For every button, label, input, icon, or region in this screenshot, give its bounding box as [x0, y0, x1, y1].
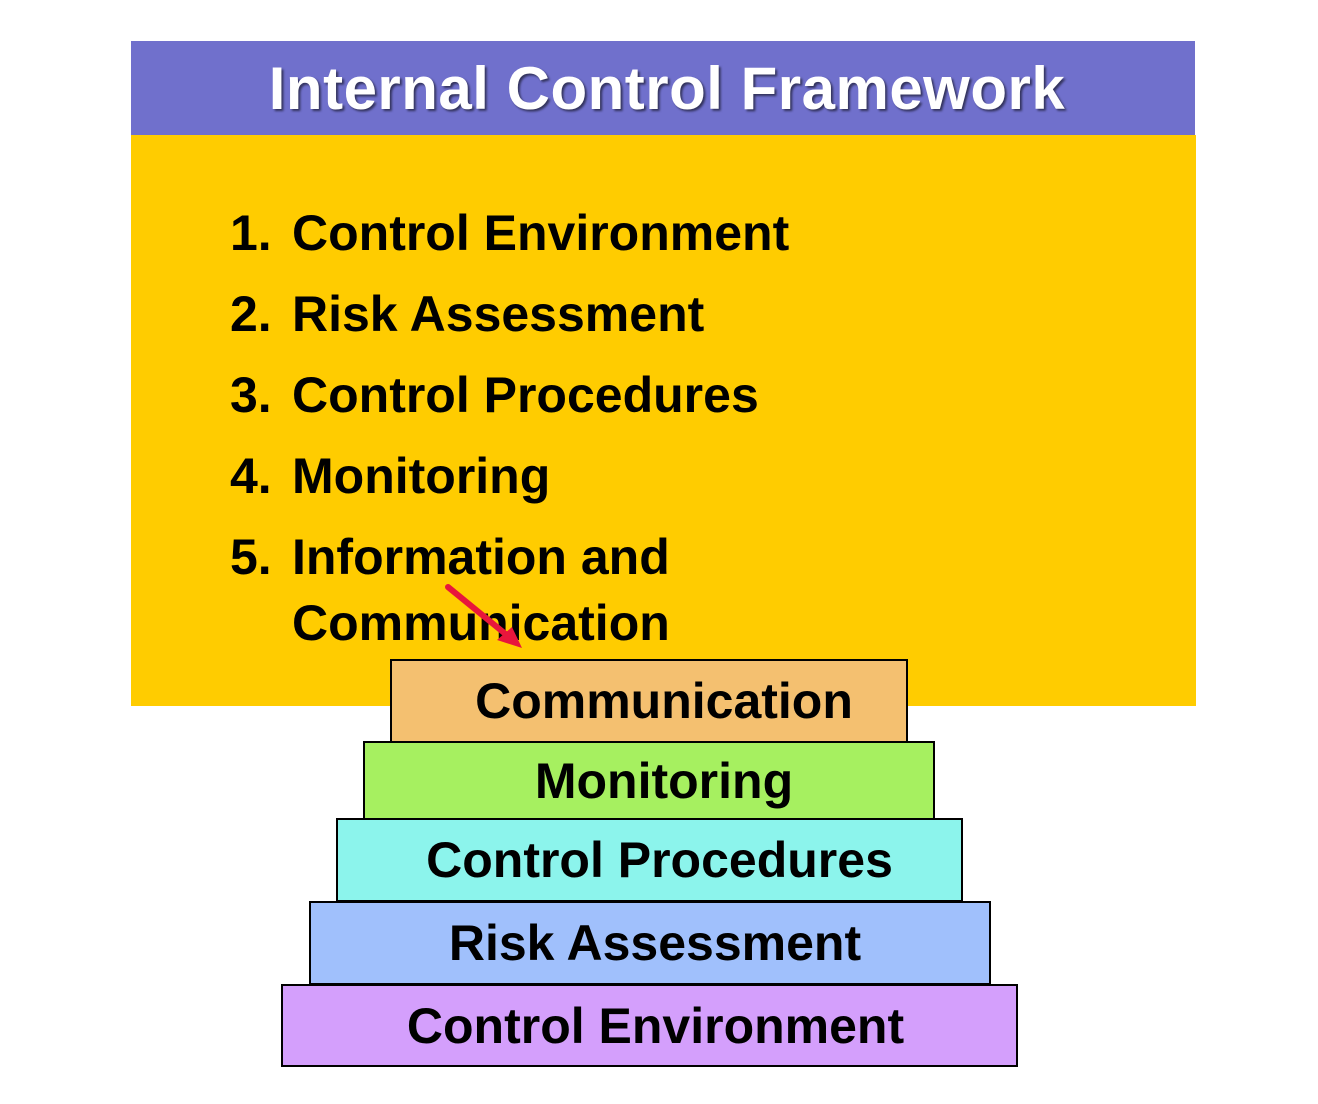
list-item: 2. Risk Assessment [230, 281, 789, 347]
list-item: 5. Information and Communication [230, 524, 789, 656]
step-label: Communication [475, 673, 853, 729]
list-label-line: Communication [292, 595, 670, 651]
list-label-line: Information and [292, 529, 670, 585]
list-number: 2. [230, 286, 272, 342]
list-label: Control Procedures [292, 367, 759, 423]
pyramid-step-control-environment: Control Environment [281, 984, 1018, 1067]
list-label: Control Environment [292, 205, 790, 261]
list-item: 4. Monitoring [230, 443, 789, 509]
pointer-arrow-icon [445, 584, 522, 648]
list-label: Information and Communication [292, 524, 670, 656]
pyramid-step-communication: Communication [390, 659, 908, 743]
component-list: 1. Control Environment 2. Risk Assessmen… [230, 200, 789, 671]
title-bar: Internal Control Framework [131, 41, 1195, 135]
step-label: Control Procedures [426, 832, 893, 888]
pyramid-step-control-procedures: Control Procedures [336, 818, 963, 902]
list-label: Monitoring [292, 448, 551, 504]
list-number: 5. [230, 529, 272, 585]
list-item: 1. Control Environment [230, 200, 789, 266]
list-item: 3. Control Procedures [230, 362, 789, 428]
step-label: Risk Assessment [448, 915, 862, 971]
list-number: 3. [230, 367, 272, 423]
step-label: Monitoring [534, 752, 794, 809]
list-label: Risk Assessment [292, 286, 705, 342]
step-label: Control Environment [406, 997, 905, 1054]
slide-title: Internal Control Framework [268, 54, 1066, 122]
list-number: 1. [230, 205, 272, 261]
list-number: 4. [230, 448, 272, 504]
pyramid-step-monitoring: Monitoring [363, 741, 935, 820]
pyramid-step-risk-assessment: Risk Assessment [309, 901, 991, 985]
framework-panel [131, 135, 1196, 706]
